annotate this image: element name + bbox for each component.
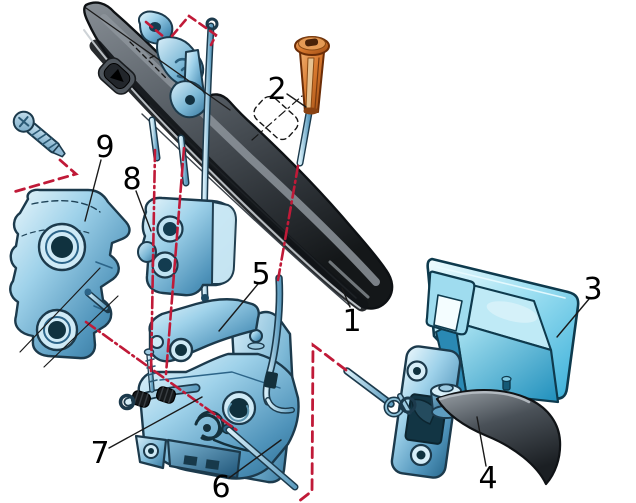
callout-4: 4	[478, 461, 498, 496]
alignment-lines	[8, 14, 348, 503]
mounting-screw	[12, 110, 66, 158]
handle-keyhole	[97, 57, 137, 95]
callout-5: 5	[251, 257, 271, 292]
part-4-check-strap	[343, 345, 562, 486]
callout-3: 3	[583, 272, 603, 307]
part-2-lock-button	[294, 36, 330, 167]
callout-7: 7	[90, 436, 110, 471]
callout-1: 1	[342, 304, 362, 339]
part-9-carrier-bracket	[9, 188, 131, 360]
callout-2: 2	[267, 72, 287, 107]
part-5-door-lock	[118, 274, 300, 491]
part-1-door-handle	[83, 1, 394, 312]
part-3-recess-housing	[425, 257, 580, 404]
leader-lines	[19, 7, 590, 479]
carrier-pin	[84, 288, 112, 314]
callout-9: 9	[95, 130, 115, 165]
callout-6: 6	[211, 470, 231, 503]
lock-button-rod	[262, 274, 295, 414]
callout-8: 8	[122, 162, 142, 197]
part-8-support-bracket	[137, 196, 237, 297]
